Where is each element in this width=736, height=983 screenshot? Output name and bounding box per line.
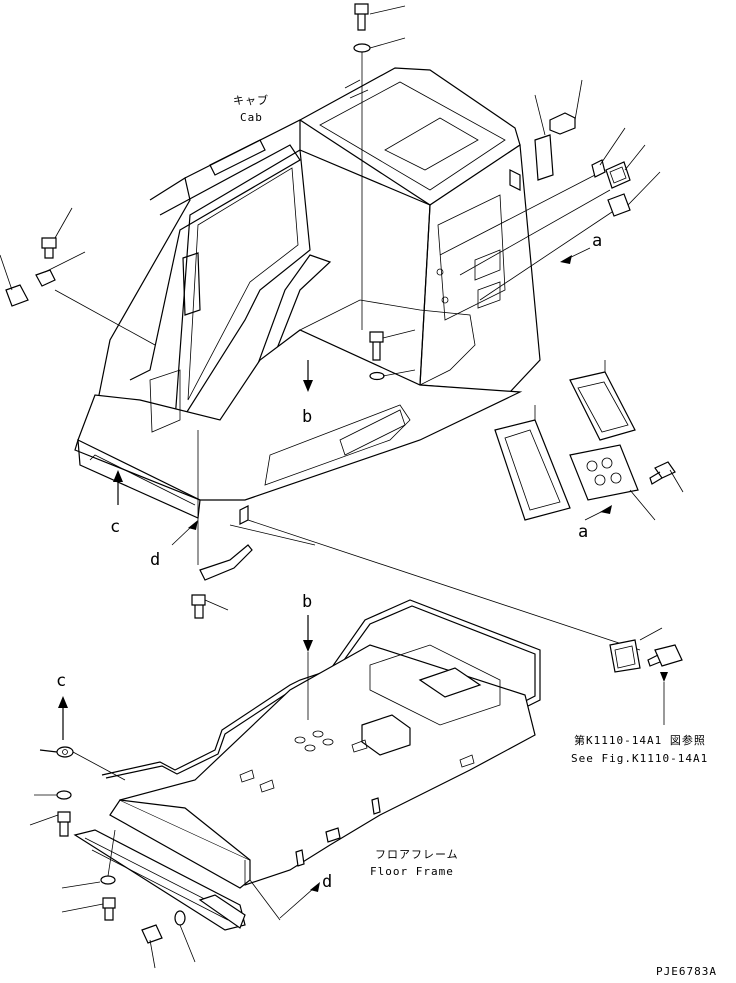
callout-d-lower: d xyxy=(322,872,332,892)
ref-label-jp: 第K1110-14A1 図参照 xyxy=(574,733,706,747)
callout-a-upper: a xyxy=(592,231,602,251)
floor-frame-label-en: Floor Frame xyxy=(370,865,454,878)
arrow-d-upper xyxy=(171,520,198,546)
rear-cover-plates xyxy=(494,360,656,521)
floor-frame-label-jp: フロアフレーム xyxy=(375,848,459,861)
arrow-c-upper xyxy=(113,470,123,505)
left-bolts xyxy=(0,207,156,346)
lower-bracket xyxy=(191,430,641,651)
arrow-b-lower xyxy=(303,615,313,720)
ref-bracket xyxy=(609,627,683,725)
callout-c-lower: c xyxy=(56,671,66,691)
cover-bolt xyxy=(649,461,684,493)
arrow-a-lower xyxy=(584,505,612,521)
arrow-d-lower xyxy=(279,882,320,919)
floor-frame-assembly xyxy=(73,599,541,931)
ref-label-en: See Fig.K1110-14A1 xyxy=(571,752,708,765)
mid-bolt xyxy=(369,329,416,381)
arrow-a-upper xyxy=(560,247,591,264)
arrow-b-upper xyxy=(303,360,313,392)
callout-a-lower: a xyxy=(578,522,588,542)
arrow-c-lower xyxy=(58,696,68,740)
callout-b-lower: b xyxy=(302,592,312,612)
cab-label-en: Cab xyxy=(240,111,263,124)
callout-c-upper: c xyxy=(110,517,120,537)
floor-fasteners xyxy=(29,746,196,969)
drawing-number: PJE6783A xyxy=(656,965,717,978)
cab-label-jp: キャブ xyxy=(233,93,269,107)
gasket-parts xyxy=(439,127,661,301)
cab-assembly xyxy=(74,67,541,519)
roof-bolt xyxy=(353,3,406,330)
rear-bolt xyxy=(534,79,583,181)
callout-d-upper: d xyxy=(150,550,160,570)
callout-b-upper: b xyxy=(302,407,312,427)
